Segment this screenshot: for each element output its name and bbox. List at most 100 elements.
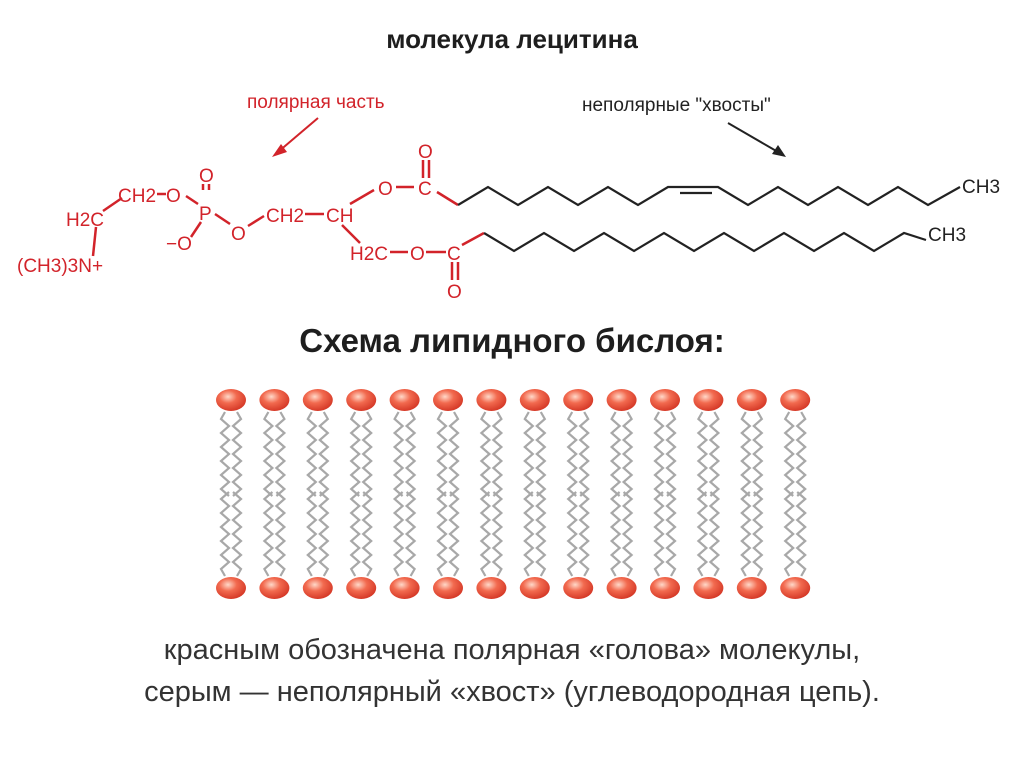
- lipid-tail: [783, 411, 795, 497]
- lipid-tail: [479, 411, 492, 497]
- lipid-tail: [491, 411, 504, 497]
- lipid-molecule: [780, 491, 811, 599]
- lipid-tail: [274, 411, 287, 497]
- lipid-tail: [696, 491, 709, 577]
- lipid-tail: [436, 411, 448, 497]
- lower-hydrocarbon-tail: [483, 231, 927, 253]
- lipid-tail: [318, 491, 330, 577]
- lipid-head: [259, 389, 290, 411]
- lipid-head: [259, 577, 290, 599]
- polar-part-label: полярная часть: [247, 92, 385, 113]
- phosphorus: P: [199, 204, 212, 225]
- lipid-tail: [621, 411, 634, 497]
- lipid-tail: [404, 491, 417, 577]
- lipid-head: [606, 389, 637, 411]
- lipid-tail: [491, 491, 504, 577]
- lipid-molecule: [433, 389, 463, 497]
- lipid-molecule: [259, 491, 290, 599]
- lipid-head: [216, 389, 246, 411]
- lipid-molecule: [693, 389, 724, 497]
- lipid-molecule: [736, 389, 767, 497]
- lipid-molecule: [519, 389, 550, 497]
- ch: CH: [326, 206, 353, 227]
- lipid-molecule: [563, 389, 594, 497]
- lipid-head: [780, 577, 811, 599]
- lipid-tail: [306, 411, 318, 497]
- lipid-tail: [783, 491, 795, 577]
- lipid-molecule: [693, 491, 724, 599]
- lipid-tail: [665, 411, 677, 497]
- lipid-tail: [448, 491, 460, 577]
- lipid-head: [736, 577, 767, 599]
- lipid-molecule: [476, 389, 507, 497]
- carbon-lower: C: [447, 244, 461, 265]
- lipid-head: [650, 577, 680, 599]
- lipid-tail: [566, 411, 578, 497]
- oxygen-2: O: [231, 224, 246, 245]
- lipid-head: [389, 577, 420, 599]
- lipid-tail: [306, 491, 318, 577]
- lipid-molecule: [563, 491, 594, 599]
- lipid-tail: [653, 411, 665, 497]
- lipid-tail: [262, 411, 275, 497]
- lipid-bilayer: [216, 389, 811, 599]
- lipid-molecule: [389, 389, 420, 497]
- lipid-molecule: [606, 389, 637, 497]
- carbon-upper: C: [418, 179, 432, 200]
- lipid-tail: [752, 491, 764, 577]
- lipid-tail: [566, 491, 578, 577]
- lipid-tail: [404, 411, 417, 497]
- lipid-tail: [696, 411, 709, 497]
- lipid-head: [736, 389, 767, 411]
- lipid-tail: [523, 411, 535, 497]
- lipid-molecule: [389, 491, 420, 599]
- lipid-molecule: [780, 389, 811, 497]
- lipid-molecule: [259, 389, 290, 497]
- lipid-tail: [740, 411, 752, 497]
- lipid-head: [519, 577, 550, 599]
- lipid-tail: [479, 491, 492, 577]
- lipid-tail: [795, 491, 807, 577]
- lipid-head: [563, 577, 594, 599]
- lipid-molecule: [433, 491, 463, 599]
- lipid-head: [216, 577, 246, 599]
- trimethylammonium: (CH3)3N+: [17, 256, 103, 277]
- lipid-tail: [361, 491, 373, 577]
- lipid-head: [476, 577, 507, 599]
- lipid-tail: [448, 411, 460, 497]
- bilayer-title: Схема липидного бислоя:: [299, 322, 725, 359]
- lipid-head: [302, 577, 333, 599]
- lipid-molecule: [216, 491, 246, 599]
- lipid-tail: [708, 411, 721, 497]
- oxygen-1: O: [166, 186, 181, 207]
- carbonyl-oxygen-lower: O: [447, 282, 462, 303]
- lipid-molecule: [476, 491, 507, 599]
- lipid-tail: [621, 491, 634, 577]
- lipid-molecule: [650, 491, 680, 599]
- lipid-tail: [535, 411, 547, 497]
- lipid-tail: [262, 491, 275, 577]
- lipid-tail: [318, 411, 330, 497]
- lipid-molecule: [606, 491, 637, 599]
- caption-line-1: красным обозначена полярная «голова» мол…: [163, 634, 861, 666]
- lipid-head: [650, 389, 680, 411]
- lipid-head: [433, 577, 463, 599]
- nonpolar-arrow: [727, 122, 786, 157]
- lipid-molecule: [650, 389, 680, 497]
- oxygen-lower: O: [410, 244, 425, 265]
- lipid-molecule: [519, 491, 550, 599]
- lipid-tail: [578, 491, 590, 577]
- carbonyl-oxygen-upper: O: [418, 142, 433, 163]
- h2c-left: H2C: [66, 210, 104, 231]
- ch3-upper: CH3: [962, 177, 1000, 198]
- lipid-tail: [231, 491, 243, 577]
- oxygen-minus: −O: [166, 234, 192, 255]
- lipid-molecule: [302, 491, 333, 599]
- lipid-tail: [231, 411, 243, 497]
- oxygen-double: O: [199, 166, 214, 187]
- lipid-tail: [523, 491, 535, 577]
- lipid-head: [302, 389, 333, 411]
- lipid-molecule: [302, 389, 333, 497]
- lipid-tail: [665, 491, 677, 577]
